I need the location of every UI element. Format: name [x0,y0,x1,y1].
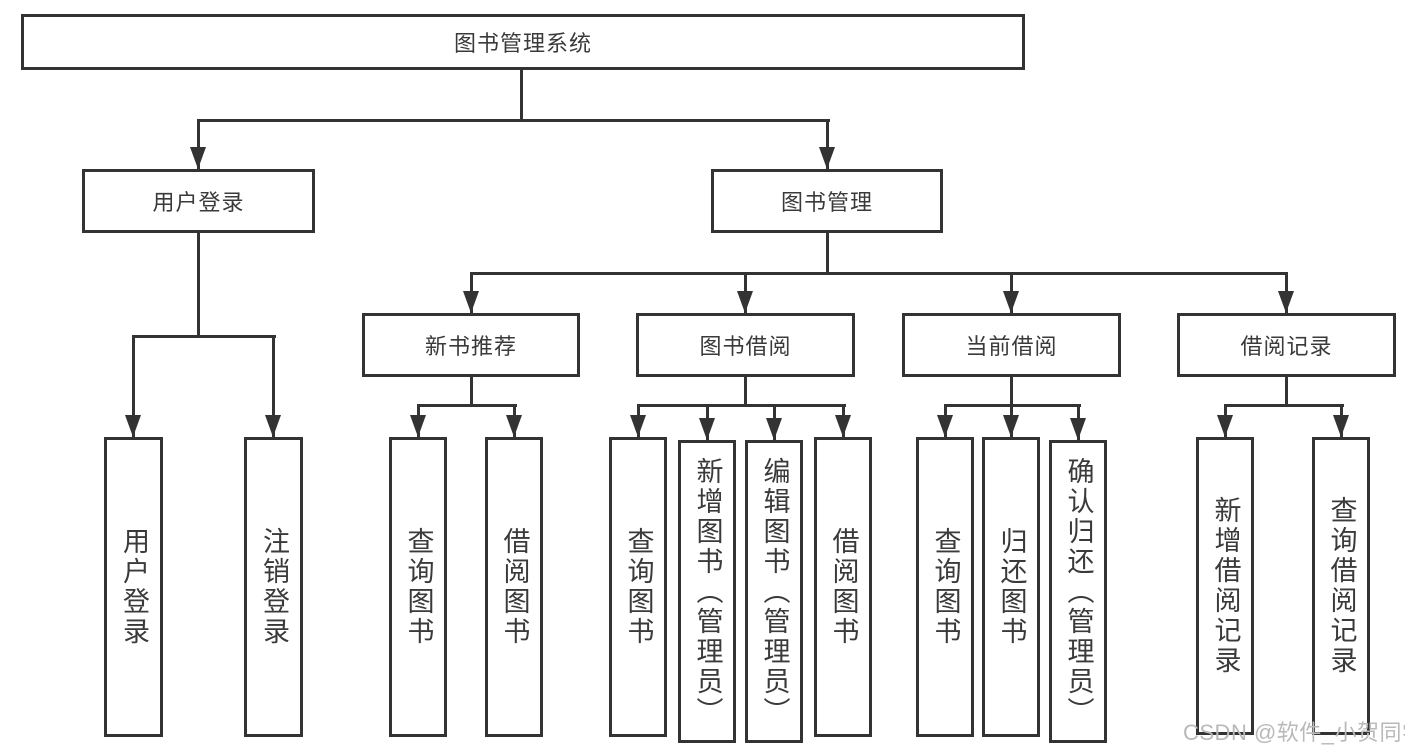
leaf-br-query-record-label: 查询借阅记录 [1326,496,1357,676]
leaf-rec-query-book: 查询图书 [389,437,447,737]
arrowhead-down-icon [1070,418,1086,440]
arrowhead-down-icon [937,415,953,437]
arrowhead-down-icon [630,415,646,437]
leaf-br-query-record: 查询借阅记录 [1312,437,1370,735]
leaf-user-login-label: 用户登录 [119,527,149,647]
arrowhead-down-icon [699,418,715,440]
node-user-login-label: 用户登录 [152,190,245,215]
arrowhead-down-icon [819,147,835,169]
connector-line [197,233,200,335]
connector-line [1285,377,1288,406]
node-user-login: 用户登录 [82,169,315,233]
leaf-bb-edit-book-admin: 编辑图书（管理员） [745,440,803,743]
leaf-rec-borrow-book-label: 借阅图书 [499,527,530,647]
connector-line [637,404,846,407]
leaf-cb-confirm-return-admin-label: 确认归还（管理员） [1063,456,1094,727]
leaf-bb-borrow-book-label: 借阅图书 [828,527,859,647]
node-library-system-label: 图书管理系统 [453,31,592,56]
leaf-bb-borrow-book: 借阅图书 [814,437,872,737]
node-book-borrowing: 图书借阅 [636,313,855,377]
leaf-cb-confirm-return-admin: 确认归还（管理员） [1049,440,1107,743]
node-library-system: 图书管理系统 [21,14,1025,70]
connector-line [132,335,276,338]
leaf-bb-edit-book-admin-label: 编辑图书（管理员） [759,456,790,727]
arrowhead-down-icon [125,415,141,437]
node-borrow-records-label: 借阅记录 [1240,334,1333,359]
leaf-logout: 注销登录 [244,437,303,737]
leaf-rec-query-book-label: 查询图书 [403,527,434,647]
arrowhead-down-icon [835,415,851,437]
connector-line [132,335,135,437]
leaf-bb-query-book: 查询图书 [609,437,667,737]
leaf-br-add-record-label: 新增借阅记录 [1210,496,1241,676]
arrowhead-down-icon [737,291,753,313]
node-current-borrowing-label: 当前借阅 [965,334,1058,359]
arrowhead-down-icon [190,147,206,169]
leaf-cb-query-book-label: 查询图书 [930,527,961,647]
arrowhead-down-icon [1333,415,1349,437]
arrowhead-down-icon [1003,291,1019,313]
leaf-br-add-record: 新增借阅记录 [1196,437,1254,735]
connector-line [1224,404,1344,407]
arrowhead-down-icon [1003,415,1019,437]
connector-line [470,272,1288,275]
node-current-borrowing: 当前借阅 [902,313,1121,377]
leaf-bb-query-book-label: 查询图书 [623,527,654,647]
connector-line [744,377,747,406]
connector-line [197,119,200,169]
node-new-book-recommend-label: 新书推荐 [424,334,517,359]
arrowhead-down-icon [766,418,782,440]
node-borrow-records: 借阅记录 [1177,313,1396,377]
arrowhead-down-icon [463,291,479,313]
connector-line [470,377,473,406]
connector-line [826,233,829,274]
arrowhead-down-icon [265,415,281,437]
connector-line [1010,377,1013,406]
leaf-user-login: 用户登录 [104,437,163,737]
connector-line [197,119,830,122]
leaf-logout-label: 注销登录 [259,527,289,647]
node-book-borrowing-label: 图书借阅 [699,334,792,359]
arrowhead-down-icon [506,415,522,437]
watermark: CSDN @软件_小贺同学 [1183,720,1405,745]
arrowhead-down-icon [1217,415,1233,437]
connector-line [272,335,275,437]
leaf-cb-return-book: 归还图书 [982,437,1040,737]
leaf-bb-add-book-admin-label: 新增图书（管理员） [692,456,723,727]
arrowhead-down-icon [410,415,426,437]
arrowhead-down-icon [1278,291,1294,313]
node-new-book-recommend: 新书推荐 [362,313,580,377]
leaf-rec-borrow-book: 借阅图书 [485,437,543,737]
connector-line [417,404,517,407]
connector-line [826,119,829,169]
leaf-bb-add-book-admin: 新增图书（管理员） [678,440,736,743]
leaf-cb-query-book: 查询图书 [916,437,974,737]
leaf-cb-return-book-label: 归还图书 [996,527,1027,647]
node-book-management-label: 图书管理 [780,190,873,215]
node-book-management: 图书管理 [711,169,943,233]
connector-line [520,69,523,119]
